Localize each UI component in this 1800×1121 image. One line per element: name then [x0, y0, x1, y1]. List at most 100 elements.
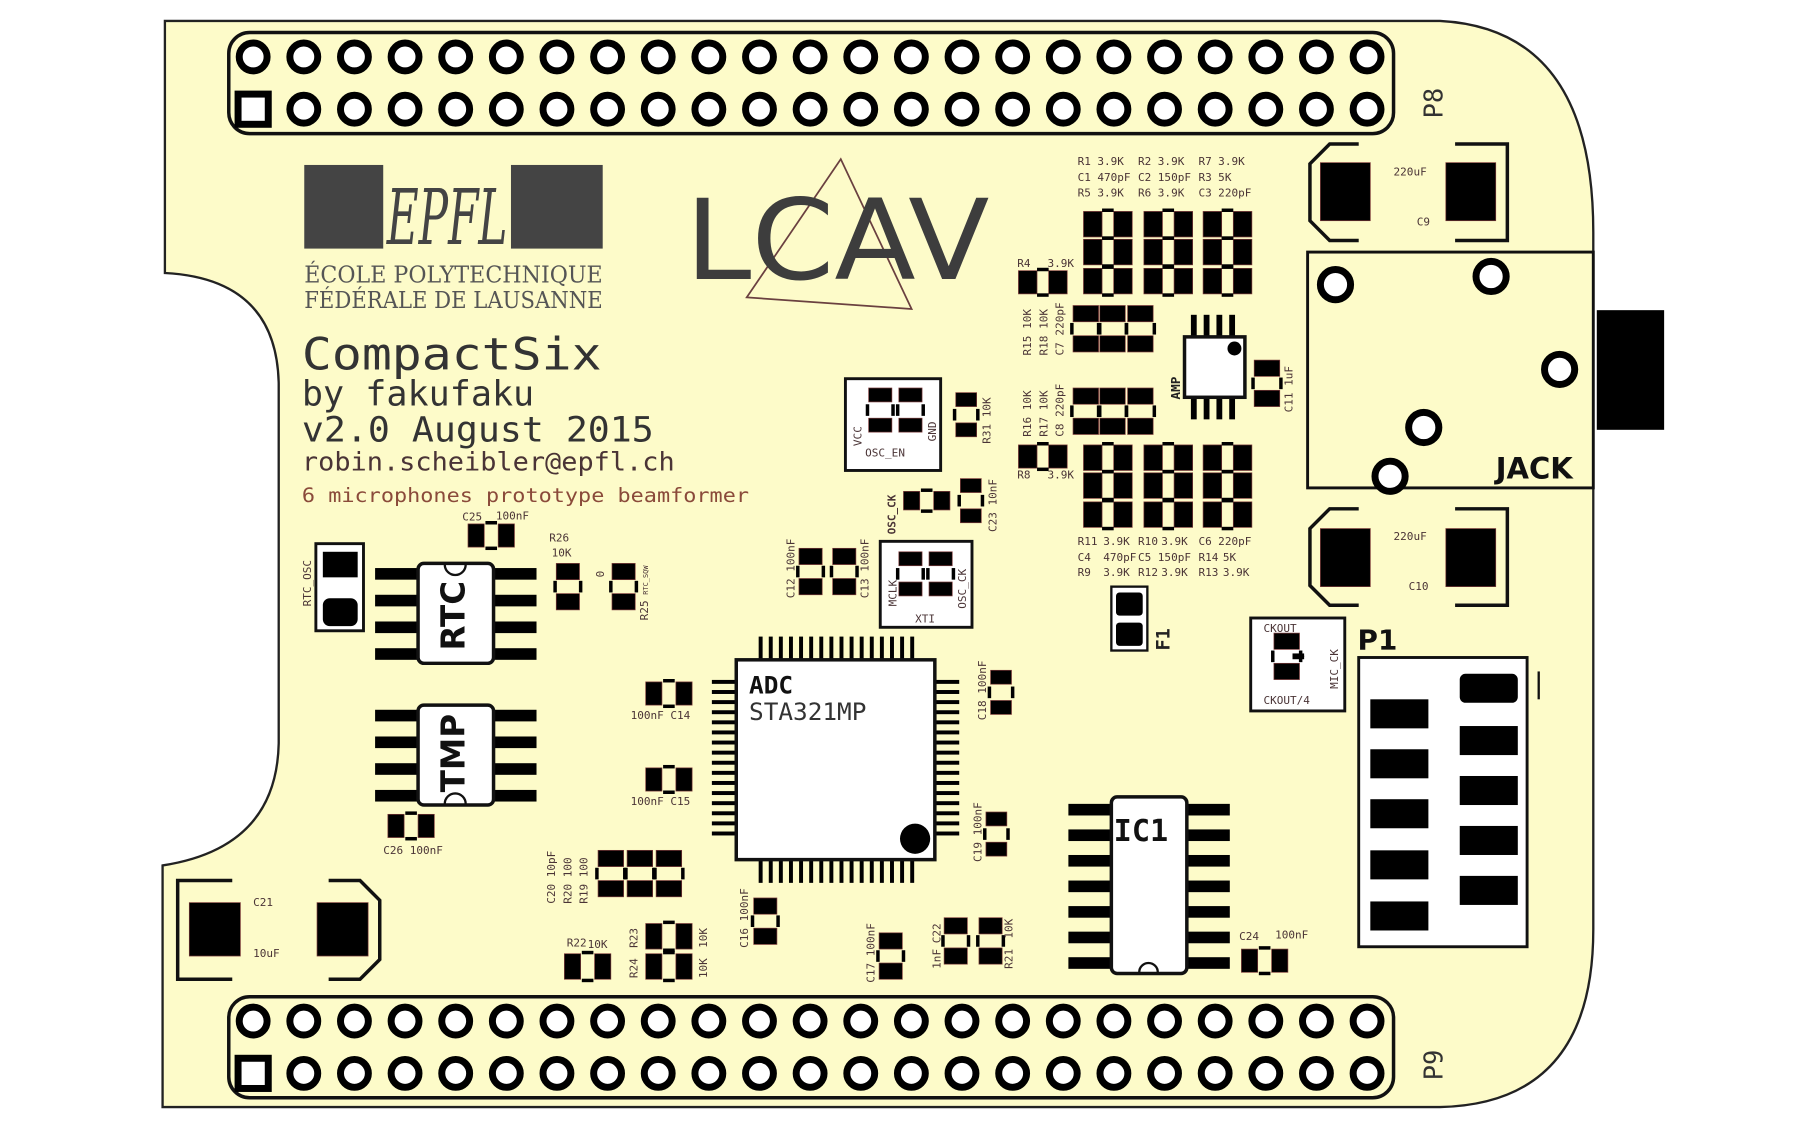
smd-component: [1096, 387, 1129, 435]
header-pin: [1096, 1055, 1132, 1091]
label: C6: [1198, 535, 1211, 548]
chip-pin: [711, 780, 737, 785]
header-pin: [1299, 91, 1334, 127]
p1-pad: [1459, 726, 1518, 756]
header-pin: [640, 1055, 676, 1091]
pad: [1072, 305, 1099, 323]
svg-text:MIC_CK: MIC_CK: [1328, 649, 1341, 689]
pad: [1253, 389, 1281, 407]
header-pin: [488, 1003, 524, 1039]
pad: [1143, 211, 1163, 238]
capacitor-c21: C21 10uF: [175, 878, 382, 982]
pad: [1048, 444, 1068, 469]
chip-pin: [1229, 314, 1236, 339]
pad: [898, 581, 923, 597]
header-pin: [691, 91, 727, 127]
chip-pin: [1068, 931, 1113, 944]
pad: [960, 478, 982, 493]
label: C5: [1138, 551, 1151, 564]
smd-component: [1083, 469, 1133, 502]
chip-pin: [1203, 396, 1210, 420]
label: 3.9K: [1097, 186, 1124, 199]
header-pin: [539, 39, 575, 75]
header-pin: [691, 39, 727, 75]
pad: [555, 563, 580, 581]
chip-pin: [829, 636, 834, 660]
pad: [1271, 948, 1289, 973]
p1-pad: [1459, 875, 1518, 905]
pad: [928, 551, 953, 567]
label: 3.9K: [1223, 566, 1250, 579]
header-pin: [944, 1055, 980, 1091]
label: 1nF: [931, 949, 944, 969]
header-pin: [995, 1055, 1031, 1091]
chip-pin: [879, 636, 884, 660]
pad: [645, 923, 663, 950]
header-pin: [1349, 39, 1385, 75]
label: 3.9K: [1103, 566, 1130, 579]
fuse-f1: F1: [1110, 585, 1174, 652]
chip-pin: [711, 730, 737, 735]
chip-pin: [1185, 880, 1230, 893]
chip-pin: [492, 736, 537, 749]
pad: [555, 593, 580, 611]
smd-component: [1018, 267, 1068, 297]
pad: [611, 593, 636, 611]
label: C20 10pF: [545, 851, 558, 904]
label: R3: [1198, 171, 1211, 184]
header-pin: [1197, 91, 1233, 127]
smd-component: [1083, 498, 1133, 531]
svg-text:CKOUT/4: CKOUT/4: [1263, 694, 1310, 707]
label: 3.9K: [1047, 257, 1074, 270]
header-pin: [843, 39, 879, 75]
pad: [645, 767, 663, 792]
header-pin: [1096, 39, 1132, 75]
chip-pin: [1068, 957, 1113, 969]
capacitor-c9: 220uF C9: [1308, 142, 1510, 243]
chip-pin: [869, 859, 874, 883]
header-pin: [387, 1055, 423, 1091]
label: C23 10nF: [986, 479, 999, 532]
smd-component: [1143, 442, 1193, 474]
label: R22: [567, 937, 587, 950]
pad: [645, 953, 663, 980]
header-pin: [742, 39, 777, 75]
rtc-oscillator: RTC_OSC: [301, 542, 365, 633]
label: C7 220pF: [1054, 302, 1067, 355]
header-pin: [995, 39, 1031, 75]
label: R2: [1138, 155, 1151, 168]
header-pin: [944, 1003, 980, 1039]
pad: [655, 880, 683, 898]
header-pin: [539, 91, 575, 127]
header-pin: [539, 1055, 575, 1091]
label: R12: [1138, 566, 1158, 579]
pad: [943, 917, 968, 935]
svg-text:TMP: TMP: [435, 714, 473, 792]
pad: [753, 897, 778, 915]
header-pin: [235, 1003, 271, 1039]
smd-component: [895, 387, 925, 433]
chip-pin: [890, 636, 894, 660]
chip-pin: [1185, 803, 1230, 816]
p1-pad: [1370, 850, 1429, 880]
smd-component: [983, 811, 1010, 857]
smd-component: [609, 563, 639, 611]
svg-text:RTC_OSC: RTC_OSC: [301, 560, 314, 606]
chip-pin: [1190, 314, 1197, 339]
label: 0: [594, 571, 607, 578]
header-pin: [1096, 1003, 1132, 1039]
label: C18 100nF: [976, 661, 989, 721]
chip-pin: [711, 679, 737, 684]
label: R4: [1017, 257, 1031, 270]
smd-component: [653, 849, 685, 898]
header-pin: [792, 91, 828, 127]
header-pin: [893, 1055, 929, 1091]
pad: [1232, 501, 1253, 528]
svg-text:EPFL: EPFL: [386, 174, 508, 263]
label: 470pF: [1097, 171, 1130, 184]
header-pin: [1248, 39, 1284, 75]
label: 10K: [697, 928, 710, 948]
header-pin: [843, 1003, 879, 1039]
chip-pin: [934, 679, 960, 684]
